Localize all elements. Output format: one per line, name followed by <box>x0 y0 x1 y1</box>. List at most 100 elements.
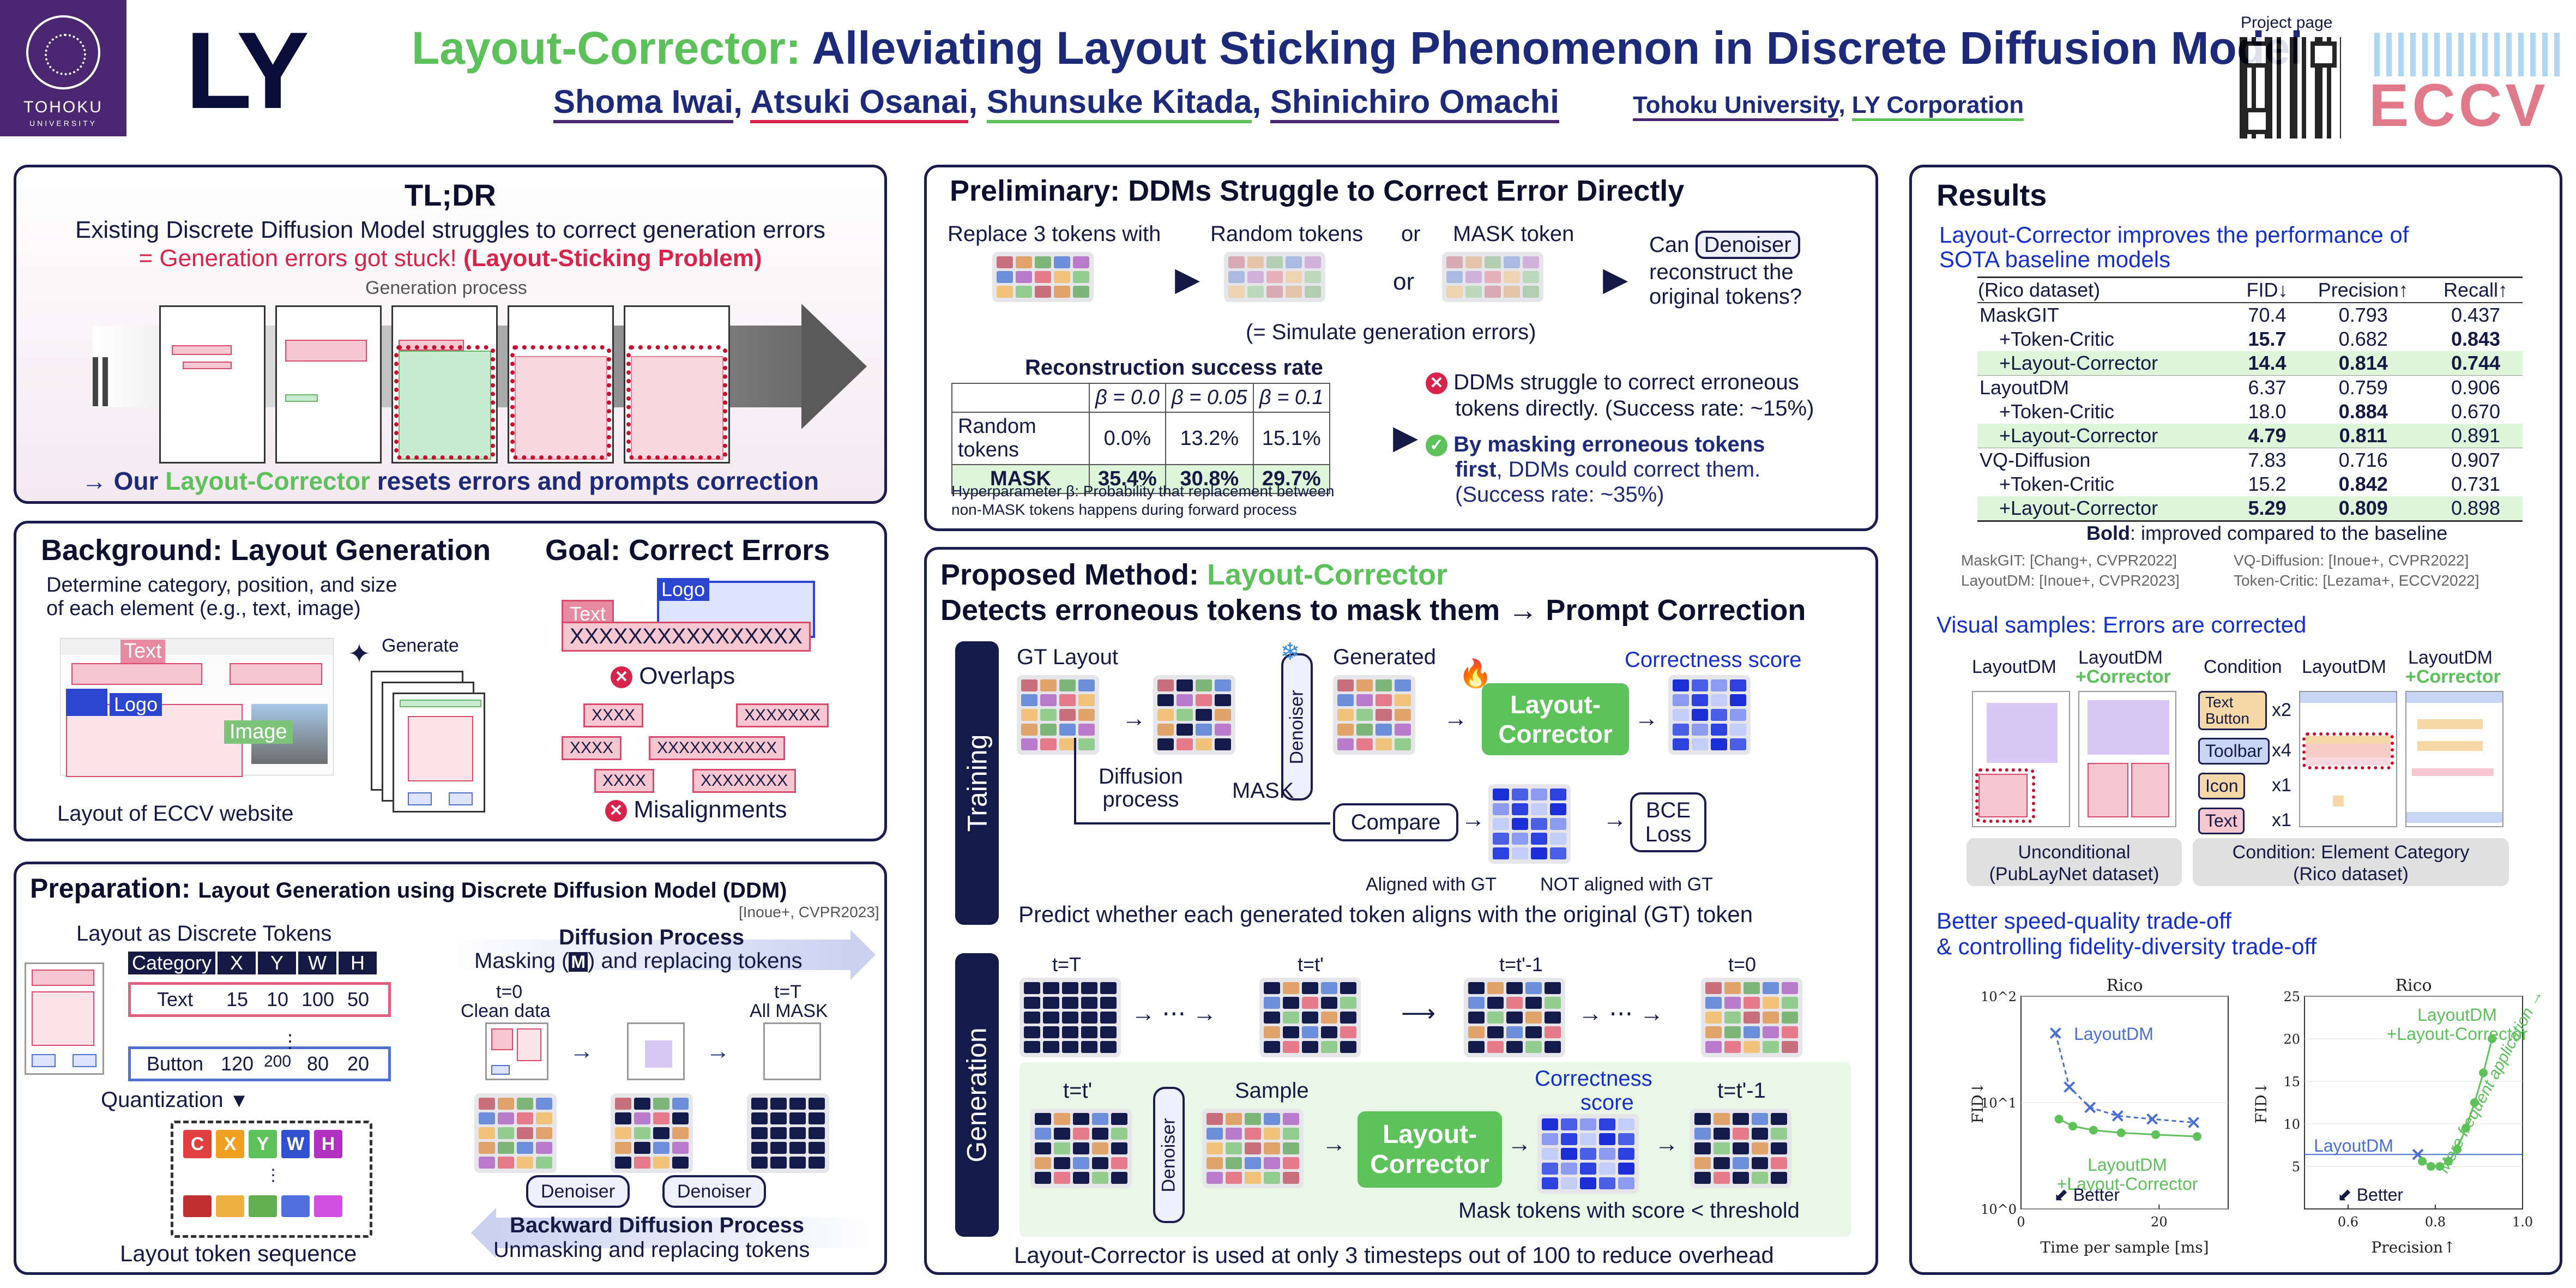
gen-denoiser: Denoiser <box>1153 1087 1185 1223</box>
token-cell <box>751 1142 768 1154</box>
token-cell <box>479 1142 495 1154</box>
token-cell <box>1446 286 1463 298</box>
token-cell <box>1321 997 1337 1009</box>
random-label: Random tokens <box>1210 222 1364 246</box>
token-cell <box>1512 803 1528 815</box>
token-cell <box>1618 1163 1634 1175</box>
token-cell <box>1673 724 1689 736</box>
token-cell <box>517 1098 533 1110</box>
token-cell <box>770 1142 787 1154</box>
token-cell <box>634 1127 650 1139</box>
token-cell <box>1599 1177 1615 1189</box>
token-cell <box>1531 789 1547 801</box>
token-cell <box>1782 1012 1798 1024</box>
token-cell <box>1744 1026 1760 1038</box>
token-cell <box>1340 1012 1356 1024</box>
misalign-token-6: XXXXXXXX <box>692 769 797 793</box>
token-cell <box>1763 997 1779 1009</box>
token-cell <box>672 1127 689 1139</box>
token-cell <box>1302 982 1318 994</box>
results-sub2: SOTA baseline models <box>1939 246 2171 272</box>
data-point <box>2444 1157 2453 1166</box>
data-point <box>2479 1068 2488 1078</box>
y-tick-label: 10^2 <box>1981 989 2017 1004</box>
y-tick-label: 15 <box>2283 1074 2300 1090</box>
token-cell <box>1694 1113 1711 1125</box>
gen-t-label: t=t' <box>1063 1079 1093 1103</box>
token-cell <box>1714 1113 1730 1125</box>
background-title: Background: Layout Generation <box>41 534 491 567</box>
token-cell <box>1040 738 1057 750</box>
simulate-label: (= Simulate generation errors) <box>1246 320 1536 344</box>
token-cell <box>1245 1142 1261 1154</box>
token-cell <box>1468 1026 1485 1038</box>
token-cell <box>1040 679 1057 691</box>
ref-4: Token-Critic: [Lezama+, ECCV2022] <box>2234 572 2480 589</box>
token-cell <box>1580 1118 1596 1130</box>
token-cell <box>1376 724 1392 736</box>
token-cell <box>1073 256 1089 268</box>
token-cell <box>1157 679 1174 691</box>
vis-corrector-1: +Corrector <box>2076 666 2171 687</box>
token-cell <box>1321 1041 1337 1053</box>
allmask-label: All MASK <box>750 1001 828 1021</box>
qr-code-icon[interactable] <box>2240 37 2341 139</box>
results-panel: Results Layout-Corrector improves the pe… <box>1909 165 2562 1275</box>
misalign-token-2: XXXXXXX <box>736 703 829 727</box>
tohoku-logo: TOHOKU UNIVERSITY <box>0 0 126 136</box>
token-cell <box>1266 286 1283 298</box>
token-cell <box>751 1098 768 1110</box>
time-T: t=T <box>1052 953 1082 976</box>
token-cell <box>1081 1041 1097 1053</box>
token-cell <box>1092 1128 1108 1140</box>
token-cell <box>1561 1118 1577 1130</box>
token-cell <box>517 1127 533 1139</box>
token-cell <box>1525 1041 1542 1053</box>
token-cell <box>1523 256 1539 268</box>
token-cell <box>1302 1026 1318 1038</box>
token-cell <box>1376 738 1392 750</box>
prelim-tokens-mask <box>1442 252 1543 302</box>
token-cell <box>1542 1148 1558 1160</box>
token-cell <box>1100 997 1117 1009</box>
token-cell <box>1733 1157 1749 1169</box>
method-title: Proposed Method: Layout-Corrector <box>940 558 1448 591</box>
token-cell <box>1035 256 1051 268</box>
token-cell <box>1206 1113 1223 1125</box>
hdr-x: X <box>218 952 256 974</box>
tldr-bottom-c: resets errors and prompts correction <box>370 467 819 495</box>
token-cell <box>1771 1172 1787 1184</box>
category-chip: Toolbar <box>2198 738 2270 765</box>
token-cell <box>1305 271 1321 283</box>
token-cell <box>1730 724 1746 736</box>
eccv-text: ECCV <box>2369 72 2549 139</box>
results-value: 70.4 <box>2248 304 2287 326</box>
token-cell <box>1692 709 1708 721</box>
data-point <box>2435 1162 2444 1171</box>
token-cell <box>1744 982 1760 994</box>
token-cell <box>1506 982 1523 994</box>
token-cell <box>1752 1157 1768 1169</box>
token-cell <box>1054 271 1070 283</box>
token-cell <box>1081 982 1097 994</box>
data-point <box>2068 1122 2077 1131</box>
misalign-token-3: XXXX <box>562 736 622 760</box>
token-cell <box>1283 1128 1299 1140</box>
token-cell <box>1215 724 1231 736</box>
backward-title: Backward Diffusion Process <box>510 1213 805 1237</box>
token-cell <box>1040 724 1057 736</box>
results-value: 0.809 <box>2338 497 2388 519</box>
token-cell <box>1016 286 1032 298</box>
mini-layout <box>25 962 104 1075</box>
token-cell <box>1073 1142 1089 1154</box>
overlaps-label: ✕ Overlaps <box>611 663 735 690</box>
token-cell <box>770 1127 787 1139</box>
token-cell <box>809 1127 825 1139</box>
backward-arrow-icon <box>496 1218 878 1248</box>
token-cell <box>1724 997 1741 1009</box>
token-cell <box>1487 1026 1504 1038</box>
time-0: t=0 <box>1728 953 1757 976</box>
gen-zoom-input <box>1030 1109 1132 1188</box>
token-cell <box>1078 709 1095 721</box>
